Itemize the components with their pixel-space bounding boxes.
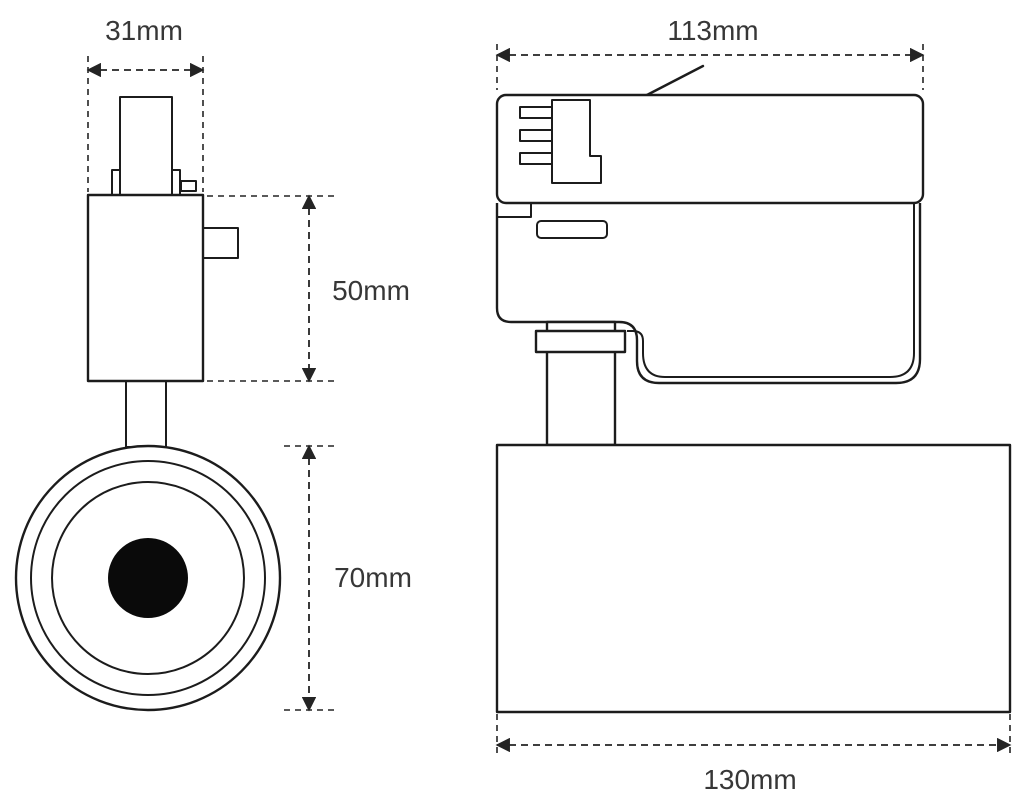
dimension-head-length: 130mm [495,714,1012,795]
dimension-head-diameter: 70mm [284,444,412,712]
adapter-contact-block [551,99,602,184]
adapter-contact-pin-3 [519,152,553,165]
lens-black-center [108,538,188,618]
front-body [86,193,205,383]
adapter-contact-pin-1 [519,106,553,119]
front-connector-nub [180,180,197,192]
front-view [14,96,282,712]
side-track-adapter [495,93,925,205]
side-lock-slot [536,220,608,239]
dimension-upper-height: 50mm [207,194,410,383]
side-housing-inner-line [627,203,915,378]
side-housing-outline [495,203,922,385]
side-head-cylinder [495,443,1012,714]
side-housing-step [497,204,532,218]
dim-label-front-width: 31mm [105,15,183,46]
dim-label-adapter-length: 113mm [667,15,758,46]
adapter-contact-pin-2 [519,129,553,142]
adapter-lever [643,64,705,98]
dim-label-upper-height: 50mm [332,275,410,306]
side-stem-flange [534,329,627,354]
dimension-front-width: 31mm [86,15,205,192]
front-adapter-connector [119,96,173,196]
side-view [495,64,1012,714]
dim-label-head-diameter: 70mm [334,562,412,593]
front-side-tab [202,227,239,259]
dim-label-head-length: 130mm [703,764,796,795]
front-stem [125,380,167,448]
dimension-adapter-length: 113mm [495,15,925,90]
